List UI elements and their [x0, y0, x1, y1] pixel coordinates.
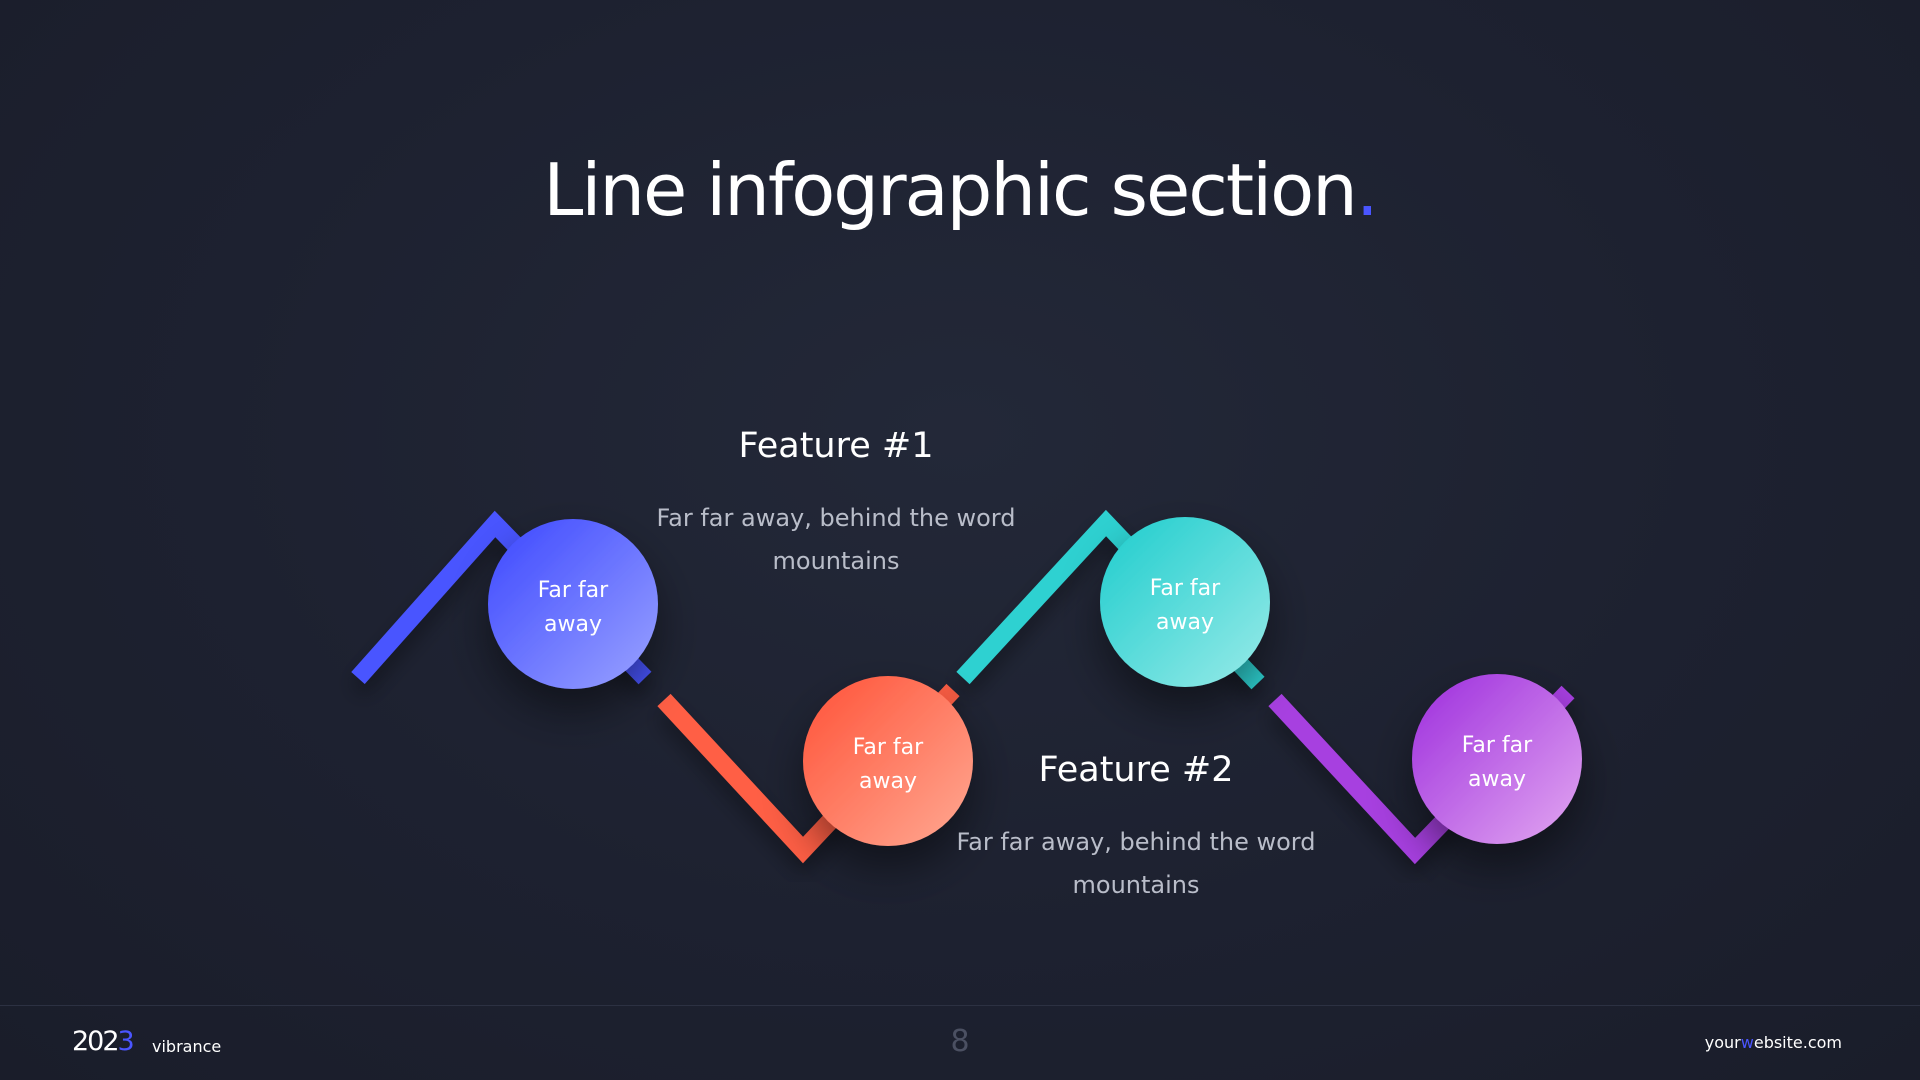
node-3: Far far away [1100, 517, 1270, 687]
feature-1-title: Feature #1 [738, 426, 934, 466]
slide-title: Line infographic section. [0, 140, 1920, 240]
footer-divider [0, 1005, 1920, 1006]
node-4-circle [1412, 674, 1582, 844]
node-1-label-line1: Far far [538, 578, 609, 603]
feature-2-title: Feature #2 [1038, 750, 1234, 790]
footer-year: 2023 [72, 1026, 135, 1057]
footer-website-post: ebsite.com [1753, 1033, 1842, 1052]
node-3-label-line1: Far far [1150, 576, 1221, 601]
feature-1-description: Far far away, behind the word mountains [656, 504, 1016, 575]
node-3-circle [1100, 517, 1270, 687]
node-3-label-line2: away [1156, 610, 1214, 635]
footer-website[interactable]: yourwebsite.com [1705, 1033, 1842, 1052]
footer-year-accent: 3 [117, 1026, 135, 1057]
node-1: Far far away [488, 519, 658, 689]
page-number: 8 [950, 1024, 970, 1059]
node-1-label-line2: away [544, 612, 602, 637]
feature-2-description: Far far away, behind the word mountains [956, 828, 1316, 899]
slide-title-dot: . [1355, 148, 1379, 232]
footer-brand: vibrance [152, 1037, 222, 1056]
node-2-circle [803, 676, 973, 846]
slide-title-text: Line infographic section [543, 148, 1358, 232]
node-2-label-line2: away [859, 769, 917, 794]
node-4: Far far away [1412, 674, 1582, 844]
node-4-label-line2: away [1468, 767, 1526, 792]
node-1-circle [488, 519, 658, 689]
node-2-label-line1: Far far [853, 735, 924, 760]
node-2: Far far away [803, 676, 973, 846]
footer-website-pre: your [1704, 1033, 1741, 1052]
footer-year-main: 202 [72, 1026, 120, 1057]
node-4-label-line1: Far far [1462, 733, 1533, 758]
footer-website-accent: w [1740, 1033, 1754, 1052]
